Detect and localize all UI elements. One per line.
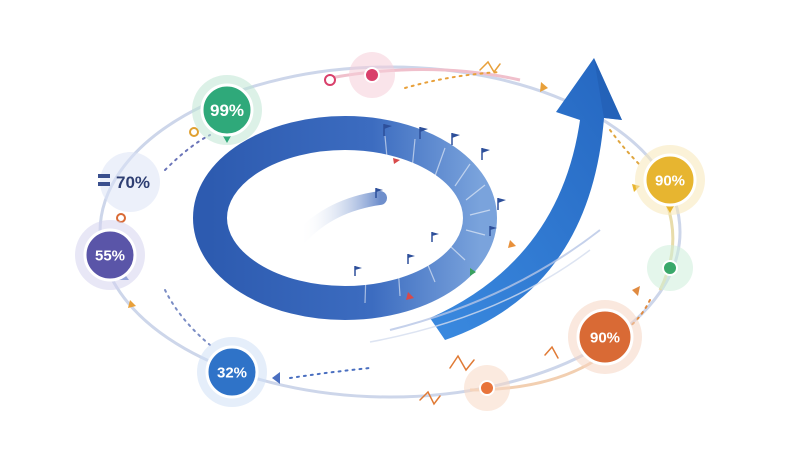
node-n6: 90% bbox=[635, 145, 705, 215]
node-glow bbox=[100, 152, 160, 212]
node-n3: 55% bbox=[75, 220, 145, 290]
node-circle bbox=[479, 380, 495, 396]
node-circle bbox=[83, 228, 137, 282]
node-circle bbox=[205, 345, 259, 399]
node-n4: 32% bbox=[197, 337, 267, 407]
node-label: 32% bbox=[217, 364, 247, 381]
rising-arrow bbox=[369, 58, 622, 343]
node-label: 90% bbox=[590, 329, 620, 346]
node-circle bbox=[576, 308, 634, 366]
node-label: 70% bbox=[116, 173, 150, 192]
node-n2: 70% bbox=[98, 152, 160, 212]
node-circle bbox=[662, 260, 678, 276]
node-circle bbox=[200, 83, 254, 137]
bars-icon bbox=[98, 174, 110, 186]
node-n8 bbox=[349, 52, 395, 98]
node-label: 99% bbox=[210, 101, 244, 120]
node-circle bbox=[643, 153, 697, 207]
node-circle bbox=[364, 67, 380, 83]
node-n7 bbox=[647, 245, 693, 291]
node-label: 55% bbox=[95, 247, 125, 264]
spiral-ring bbox=[193, 116, 516, 320]
node-n5: 90% bbox=[568, 300, 642, 374]
node-n9 bbox=[464, 365, 510, 411]
node-n1: 99% bbox=[192, 75, 262, 145]
node-label: 90% bbox=[655, 172, 685, 189]
